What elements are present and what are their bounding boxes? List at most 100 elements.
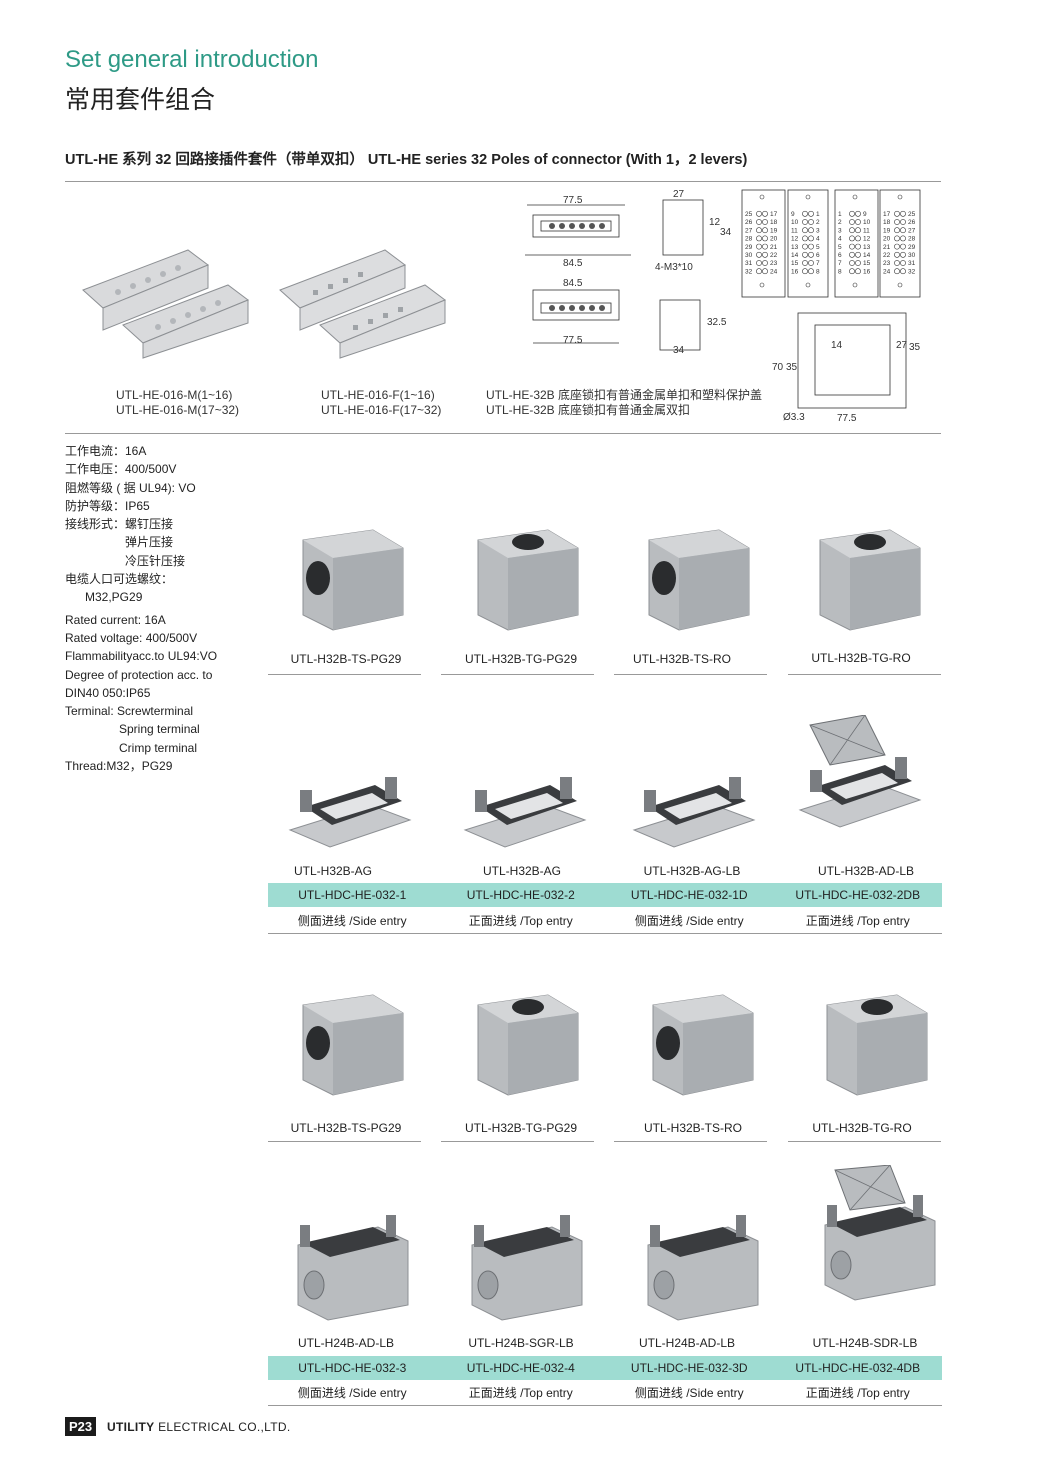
housing-image-2a [297,1215,409,1321]
spec-flammability-en: Flammabilityacc.to UL94:VO [65,649,218,664]
pin-number: 26 [745,219,753,226]
company-name-rest: ELECTRICAL CO.,LTD. [154,1420,291,1434]
base-lock-label-2: UTL-HE-32B 底座锁扣有普通金属双扣 [486,403,691,417]
pin-circle [894,235,900,242]
hood-label-1c: UTL-H32B-TS-RO [632,652,731,666]
pin-number: 2 [816,219,820,226]
mount-hole [897,282,903,288]
entry-row-2: 侧面进线 /Side entry 正面进线 /Top entry 侧面进线 /S… [268,1381,942,1406]
page-title-cn: 常用套件组合 [65,85,216,114]
pin-number: 31 [745,260,753,267]
pin-circle [802,227,808,234]
pin-number: 30 [745,252,753,259]
housing-label-2c: UTL-H24B-AD-LB [638,1336,736,1350]
mount-hole [759,194,765,200]
mount-hole [805,194,811,200]
pin-circle [855,210,861,217]
spec-protection-cn: 防护等级：IP65 [65,498,150,513]
dim-hole: Ø3.3 [783,412,805,423]
pin-number: 18 [883,219,891,226]
pin-number: 18 [770,219,778,226]
spec-terminal-cn-2: 弹片压接 [125,535,174,550]
pin-number: 7 [816,260,820,267]
hood-rule-1b [441,674,594,675]
pin-circle [808,268,814,275]
housing-label-1b: UTL-H32B-AG [482,864,562,878]
hood-rule-1d [788,674,941,675]
pin-number: 13 [863,244,871,251]
hood-label-2b: UTL-H32B-TG-PG29 [464,1121,578,1135]
pin-number: 16 [863,268,871,275]
pin-circle [756,235,762,242]
pin-circle [849,260,855,266]
pin-number: 25 [908,211,916,218]
mount-hole [852,194,858,200]
spec-thread-en: Thread:M32，PG29 [65,759,173,774]
pin-circle [762,227,768,234]
pin-number: 15 [863,260,871,267]
dim-70: 70 [772,362,784,373]
female-insert-image [279,249,447,359]
pin-circle [756,260,762,266]
mount-hole [897,194,903,200]
pin-number: 17 [883,211,891,218]
pin-circle [808,210,814,217]
page-number: P23 [65,1417,97,1436]
pin-number: 1 [816,211,820,218]
pin-number: 9 [863,211,867,218]
pin-circle [802,210,808,217]
dim-14: 14 [831,340,843,351]
hood-image-2b [477,994,579,1096]
pin-circle [756,219,762,225]
pin-number: 11 [863,227,870,234]
dim-35-left: 35 [786,362,798,373]
pin-number: 16 [791,268,799,275]
pin-circle [894,268,900,275]
pin-number: 25 [745,211,753,218]
housing-image-2d [824,1165,936,1301]
entry-1c: 侧面进线 /Side entry [634,914,744,928]
pin-circle [849,235,855,242]
spec-current-cn: 工作电流：16A [65,444,147,458]
dim-77-5-bottom: 77.5 [563,335,583,346]
dim-84-5-a: 84.5 [563,258,583,269]
pin-circle [808,227,814,234]
pin-circle [855,219,861,225]
pin-circle [900,210,906,217]
spec-flammability-cn: 阻燃等级 ( 据 UL94): VO [65,480,196,495]
male-insert-label-2: UTL-HE-016-M(17~32) [116,403,240,417]
pin-circle [808,251,814,258]
pin-circle [849,251,855,258]
dim-34-side: 34 [720,227,732,238]
spec-protection-en: Degree of protection acc. to [65,667,213,682]
pin-circle [762,251,768,258]
pin-number: 12 [863,236,871,243]
pin-number: 28 [745,236,753,243]
hood-label-2a: UTL-H32B-TS-PG29 [290,1121,402,1135]
pin-circle [894,243,900,250]
hood-label-2d: UTL-H32B-TG-RO [812,1121,912,1135]
hood-image-2a [302,994,404,1096]
pin-circle [756,243,762,250]
housing-label-2b: UTL-H24B-SGR-LB [468,1336,574,1350]
housing-image-1d [798,715,922,828]
pin-circle [849,227,855,234]
spec-thread-cn-2: M32,PG29 [85,590,143,605]
set-code-1a: UTL-HDC-HE-032-1 [298,888,407,902]
pin-number: 23 [883,260,891,267]
pin-circle [849,210,855,217]
dim-77-5-plate: 77.5 [837,413,857,424]
spec-terminal-en: Terminal: Screwterminal [65,704,194,719]
set-code-2d: UTL-HDC-HE-032-4DB [795,1361,921,1375]
pin-number: 24 [883,268,891,275]
set-code-1b: UTL-HDC-HE-032-2 [466,888,575,902]
male-insert-label-1: UTL-HE-016-M(1~16) [116,388,233,402]
pin-number: 22 [883,252,891,259]
mount-hole [759,282,765,288]
pin-circle [849,219,855,225]
housing-label-1d: UTL-H32B-AD-LB [817,864,915,878]
entry-2a: 侧面进线 /Side entry [297,1386,407,1400]
dim-35-right: 35 [909,342,921,353]
mount-hole [852,282,858,288]
hood-label-2c: UTL-H32B-TS-RO [643,1121,742,1135]
